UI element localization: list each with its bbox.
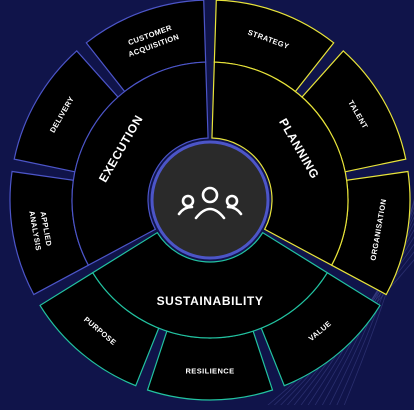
hub-circle [150, 140, 270, 260]
segment-label-sustainability: SUSTAINABILITY [157, 294, 264, 308]
segment-planning[interactable] [211, 61, 349, 267]
center-hub [150, 140, 270, 260]
segment-execution[interactable] [71, 61, 209, 267]
background-line [311, 210, 414, 410]
people-group-icon [177, 186, 243, 220]
item-label-resilience: RESILIENCE [185, 367, 234, 376]
outer-ring: APPLIEDANALYSISDELIVERYCUSTOMERACQUISITI… [9, 0, 411, 401]
segment-sustainability[interactable] [91, 231, 329, 339]
background-line [304, 216, 414, 410]
